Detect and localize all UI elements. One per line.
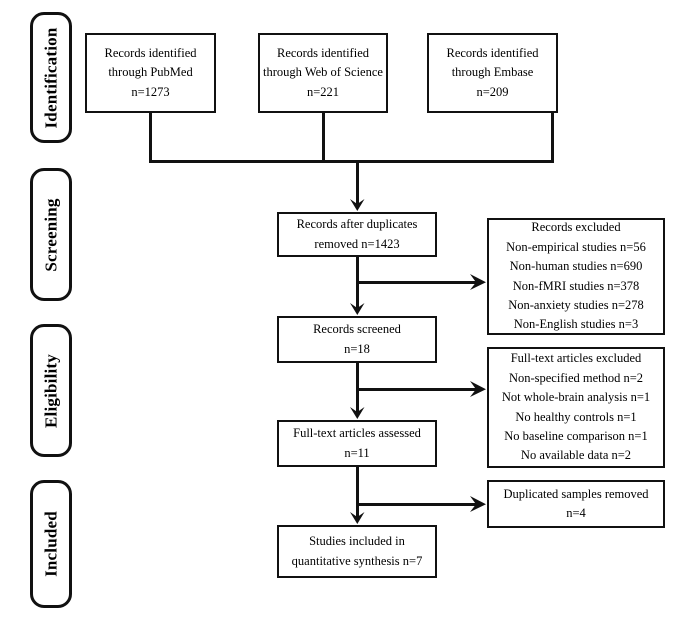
fulltext-excluded-line-4: No healthy controls n=1 xyxy=(515,409,637,424)
source-box-pubmed: Records identified through PubMed n=1273 xyxy=(85,33,216,113)
stage-label-included: Included xyxy=(41,511,61,577)
records-excluded-line-2: Non-empirical studies n=56 xyxy=(506,239,646,254)
records-excluded-line-6: Non-English studies n=3 xyxy=(513,317,639,332)
source-embase-line-3: n=209 xyxy=(476,84,509,99)
source-pubmed-line-1: Records identified xyxy=(104,45,197,60)
stage-box-identification: Identification xyxy=(30,12,72,143)
included-synthesis-line-2: quantitative synthesis n=7 xyxy=(291,553,423,568)
records-screened-line-1: Records screened xyxy=(313,322,401,337)
after-duplicates-line-2: removed n=1423 xyxy=(314,236,400,251)
fulltext-excluded-line-2: Non-specified method n=2 xyxy=(508,370,644,385)
source-embase-line-1: Records identified xyxy=(446,45,539,60)
flow-box-included-synthesis: Studies included in quantitative synthes… xyxy=(277,525,437,578)
flow-box-fulltext-assessed: Full-text articles assessed n=11 xyxy=(277,420,437,467)
stage-label-screening: Screening xyxy=(41,197,61,272)
connector-embase-down xyxy=(551,113,554,162)
duplicated-removed-line-2: n=4 xyxy=(566,506,586,520)
fulltext-assessed-line-2: n=11 xyxy=(344,445,370,460)
connector-merge-to-afterduplicates xyxy=(356,160,359,206)
source-box-web-of-science: Records identified through Web of Scienc… xyxy=(258,33,388,113)
flow-box-records-screened: Records screened n=18 xyxy=(277,316,437,363)
connector-wos-down xyxy=(322,113,325,162)
connector-branch-records-excluded xyxy=(356,281,481,284)
source-pubmed-line-3: n=1273 xyxy=(131,84,170,99)
fulltext-excluded-line-3: Not whole-brain analysis n=1 xyxy=(501,390,651,405)
after-duplicates-line-1: Records after duplicates xyxy=(296,217,418,232)
records-excluded-line-4: Non-fMRI studies n=378 xyxy=(512,278,640,293)
records-screened-line-2: n=18 xyxy=(344,341,370,356)
source-embase-line-2: through Embase xyxy=(451,65,534,80)
source-box-embase: Records identified through Embase n=209 xyxy=(427,33,558,113)
stage-label-identification: Identification xyxy=(41,26,61,129)
source-pubmed-line-2: through PubMed xyxy=(108,65,193,80)
records-excluded-line-1: Records excluded xyxy=(531,220,621,235)
fulltext-excluded-line-5: No baseline comparison n=1 xyxy=(504,428,648,443)
connector-pubmed-down xyxy=(149,113,152,162)
stage-box-screening: Screening xyxy=(30,168,72,301)
connector-merge-bar xyxy=(149,160,554,163)
connector-afterduplicates-to-screened xyxy=(356,257,359,310)
connector-branch-fulltext-excluded xyxy=(356,388,481,391)
stage-box-eligibility: Eligibility xyxy=(30,324,72,457)
exclusion-box-fulltext-excluded: Full-text articles excluded Non-specifie… xyxy=(487,347,665,468)
records-excluded-line-3: Non-human studies n=690 xyxy=(509,259,643,274)
duplicated-removed-line-1: Duplicated samples removed xyxy=(503,486,649,501)
exclusion-box-duplicated-removed: Duplicated samples removed n=4 xyxy=(487,480,665,528)
exclusion-box-records-excluded: Records excluded Non-empirical studies n… xyxy=(487,218,665,335)
included-synthesis-line-1: Studies included in xyxy=(309,534,405,549)
stage-label-eligibility: Eligibility xyxy=(41,353,61,428)
source-wos-line-1: Records identified xyxy=(277,45,369,60)
source-wos-line-3: n=221 xyxy=(306,84,340,99)
records-excluded-line-5: Non-anxiety studies n=278 xyxy=(508,297,644,312)
flow-box-after-duplicates: Records after duplicates removed n=1423 xyxy=(277,212,437,257)
source-wos-line-2: through Web of Science xyxy=(263,65,383,80)
connector-fulltext-to-included xyxy=(356,467,359,519)
stage-box-included: Included xyxy=(30,480,72,608)
connector-branch-duplicated-removed xyxy=(356,503,481,506)
fulltext-excluded-line-1: Full-text articles excluded xyxy=(510,351,642,366)
fulltext-assessed-line-1: Full-text articles assessed xyxy=(293,426,421,441)
fulltext-excluded-line-6: No available data n=2 xyxy=(520,448,632,463)
